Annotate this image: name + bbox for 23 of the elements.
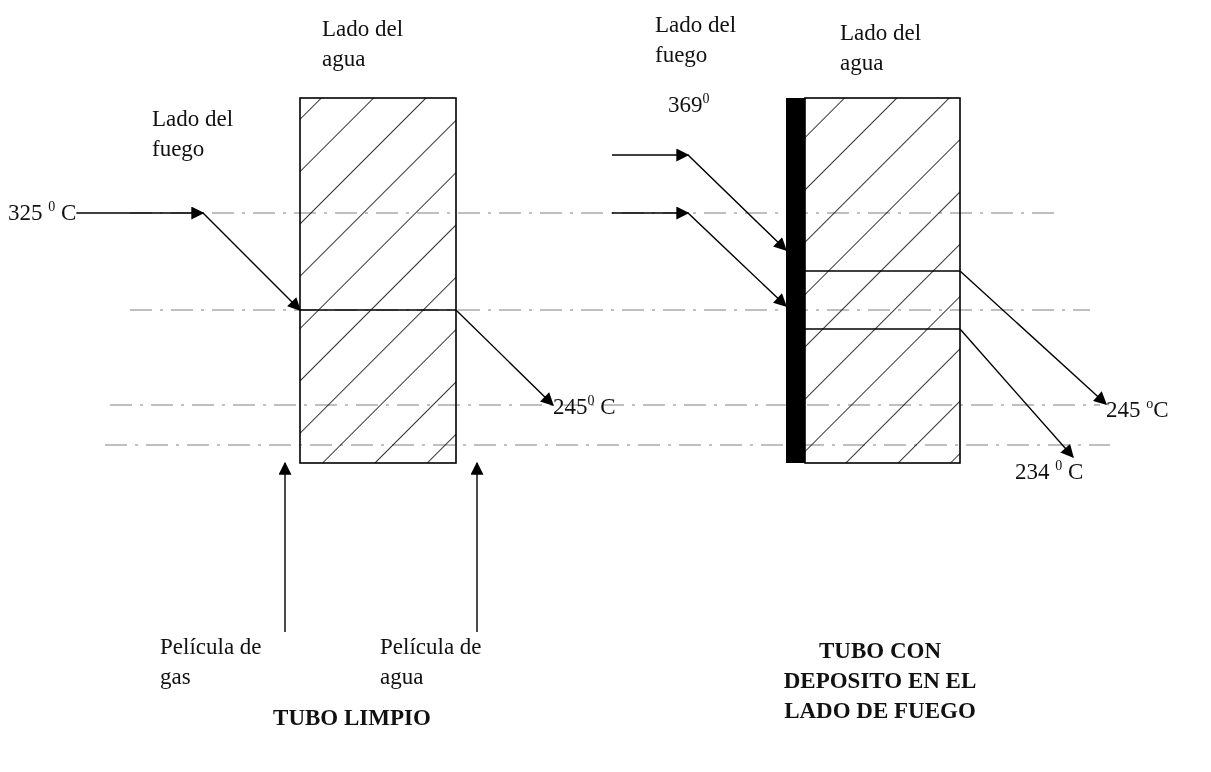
arrow xyxy=(959,270,1107,405)
side-label: Lado del fuego xyxy=(152,105,235,163)
arrow xyxy=(75,207,301,311)
arrow xyxy=(959,328,1074,458)
side-label: Lado del agua xyxy=(322,15,405,73)
arrow xyxy=(611,207,787,307)
temperature-label: 245 $^{o}$C xyxy=(1106,395,1169,425)
side-label: Lado del fuego xyxy=(655,11,738,69)
temperature-label: 234 $^{0}$ C xyxy=(1015,457,1084,487)
hatched-wall-drawing xyxy=(299,97,457,464)
side-label: Lado del agua xyxy=(840,19,923,77)
arrow xyxy=(470,461,484,633)
caption: TUBO LIMPIO xyxy=(272,704,432,732)
arrow xyxy=(455,309,554,406)
film-label: Película de gas xyxy=(160,632,290,692)
caption: TUBO CON DEPOSITO EN EL LADO DE FUEGO xyxy=(782,637,978,725)
temperature-label: 245$^{0}$ C xyxy=(553,392,616,422)
hatched-wall-drawing xyxy=(804,97,961,464)
arrow xyxy=(611,149,787,251)
temperature-label: 325 $^{0}$ C xyxy=(8,198,77,228)
arrow xyxy=(278,461,292,633)
temperature-label: 369$^{0}$ xyxy=(668,90,710,119)
film-label: Película de agua xyxy=(380,632,512,692)
